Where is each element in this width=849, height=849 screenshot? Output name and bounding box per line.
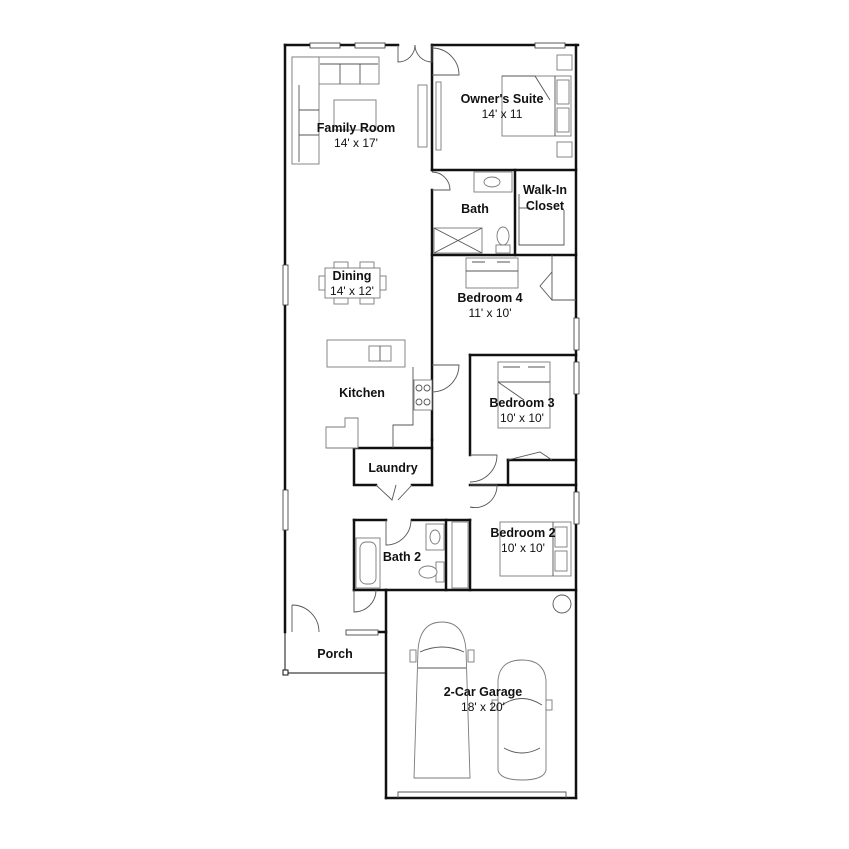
room-labels: Family Room 14' x 17' Owner's Suite 14' … [317,92,567,714]
laundry-name: Laundry [368,461,417,475]
owner-bath-fixtures [433,171,565,254]
kitchen-fixtures [325,339,433,449]
doors [291,44,576,633]
bedroom4-name: Bedroom 4 [457,291,522,305]
bedroom2-dims: 10' x 10' [501,541,545,555]
walk-in-closet-name-line1: Walk-In [523,183,567,197]
dining-name: Dining [333,269,372,283]
garage-dims: 18' x 20' [461,700,505,714]
garage-details [397,594,572,798]
porch-name: Porch [317,647,352,661]
bath2-fixtures [355,523,445,589]
kitchen-name: Kitchen [339,386,385,400]
family-room-dims: 14' x 17' [334,136,378,150]
van-icon [409,621,475,779]
bedroom3-name: Bedroom 3 [489,396,554,410]
owners-suite-furniture [501,54,573,158]
owners-suite-name: Owner's Suite [461,92,544,106]
owner-bath-name: Bath [461,202,489,216]
windows [282,42,580,636]
bedroom4-furniture [465,257,519,289]
bedroom3-dims: 10' x 10' [500,411,544,425]
family-room-furniture [291,56,442,165]
bedroom2-furniture [451,521,572,589]
bedroom4-dims: 11' x 10' [468,306,511,320]
bedroom2-name: Bedroom 2 [490,526,555,540]
bedroom3-furniture [497,361,551,429]
owners-suite-dims: 14' x 11 [482,107,523,121]
walk-in-closet-name-line2: Closet [526,199,565,213]
dining-furniture [318,261,387,305]
dining-dims: 14' x 12' [330,284,374,298]
car-icon [491,659,553,781]
garage-name: 2-Car Garage [444,685,523,699]
family-room-name: Family Room [317,121,396,135]
bath2-name: Bath 2 [383,550,421,564]
